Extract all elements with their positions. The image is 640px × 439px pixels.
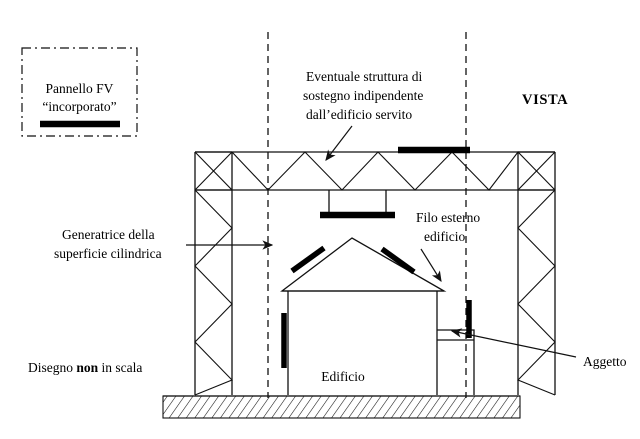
annotation-struttura-line-3: dall’edificio servito bbox=[306, 107, 412, 122]
ground-hatch bbox=[162, 395, 521, 419]
annotation-struttura-leader bbox=[325, 125, 353, 161]
support-structure-top-beam bbox=[194, 151, 556, 191]
annotation-aggetto-leader bbox=[450, 328, 577, 358]
annotation-filo-line-1: Filo esterno bbox=[416, 210, 480, 225]
building-annex bbox=[437, 329, 475, 395]
support-structure-left-column bbox=[194, 151, 234, 396]
building-walls bbox=[287, 291, 438, 395]
page-title: VISTA bbox=[522, 92, 568, 108]
legend-line-2: “incorporato” bbox=[42, 99, 116, 114]
annotation-aggetto-label: Aggetto bbox=[583, 354, 627, 369]
annotation-edificio-label: Edificio bbox=[321, 369, 365, 384]
annotation-filo-leader bbox=[420, 248, 442, 283]
annotation-struttura-line-1: Eventuale struttura di bbox=[306, 69, 422, 84]
pv-panel-roof-left bbox=[290, 245, 326, 274]
building-edificio bbox=[280, 237, 475, 395]
annotation-generatrice-line-2: superficie cilindrica bbox=[54, 246, 162, 261]
annotation-generatrice: Generatrice della superficie cilindrica bbox=[54, 227, 274, 261]
annotation-generatrice-line-1: Generatrice della bbox=[62, 227, 155, 242]
annotation-filo-esterno: Filo esterno edificio bbox=[416, 210, 480, 283]
scale-note-bold: non bbox=[76, 360, 98, 375]
annotation-filo-line-2: edificio bbox=[424, 229, 465, 244]
annotation-struttura: Eventuale struttura di sostegno indipend… bbox=[303, 69, 423, 161]
scale-note-suffix: in scala bbox=[98, 360, 142, 375]
annotation-struttura-line-2: sostegno indipendente bbox=[303, 88, 423, 103]
pv-panel-roof-right bbox=[380, 246, 416, 275]
pv-panel-suspended bbox=[320, 190, 395, 219]
legend-line-1: Pannello FV bbox=[46, 81, 114, 96]
support-structure-right-column bbox=[516, 151, 556, 396]
annotation-scale-note: Disegno non in scala bbox=[28, 360, 142, 375]
annotation-aggetto: Aggetto bbox=[450, 328, 627, 369]
building-roof bbox=[280, 237, 447, 292]
legend-border bbox=[21, 47, 138, 137]
scale-note-prefix: Disegno bbox=[28, 360, 76, 375]
legend-box: Pannello FV “incorporato” bbox=[21, 47, 138, 137]
